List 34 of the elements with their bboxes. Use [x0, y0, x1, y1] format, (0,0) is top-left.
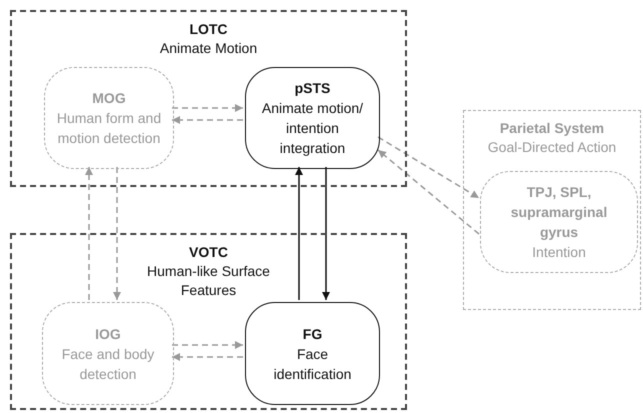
region-title: MOG [92, 89, 126, 108]
region-title: pSTS [294, 79, 330, 98]
arrow [378, 136, 480, 199]
region-subtitle: Intention [532, 243, 586, 262]
arrow [172, 353, 243, 361]
region-subtitle: Human form and motion detection [56, 109, 162, 148]
region-subtitle: Animate Motion [160, 39, 258, 58]
region-box [10, 233, 407, 410]
arrow [378, 149, 480, 235]
process-box [245, 302, 380, 405]
arrow [172, 104, 243, 112]
region-box [10, 10, 407, 187]
arrow [85, 167, 93, 300]
arrow [172, 341, 243, 349]
process-box [42, 302, 174, 405]
arrow [322, 167, 330, 300]
region-title: VOTC [189, 243, 228, 262]
region-title: IOG [95, 324, 121, 344]
arrow [295, 167, 303, 300]
process-box [44, 67, 174, 169]
region-box [463, 110, 641, 310]
region-subtitle: Face and body detection [60, 344, 156, 384]
process-box [245, 67, 380, 169]
arrow [113, 167, 121, 300]
region-title: Parietal System [500, 119, 604, 138]
region-title: LOTC [189, 20, 228, 39]
region-subtitle: Animate motion/ intention integration [260, 99, 364, 158]
region-subtitle: Face identification [272, 344, 352, 384]
region-subtitle: Goal-Directed Action [488, 138, 616, 157]
region-title: FG [302, 324, 322, 344]
arrow [172, 116, 243, 124]
region-title: TPJ, SPL, supramarginal gyrus [510, 183, 608, 242]
process-box [480, 171, 638, 273]
region-subtitle: Human-like Surface Features [146, 262, 271, 300]
